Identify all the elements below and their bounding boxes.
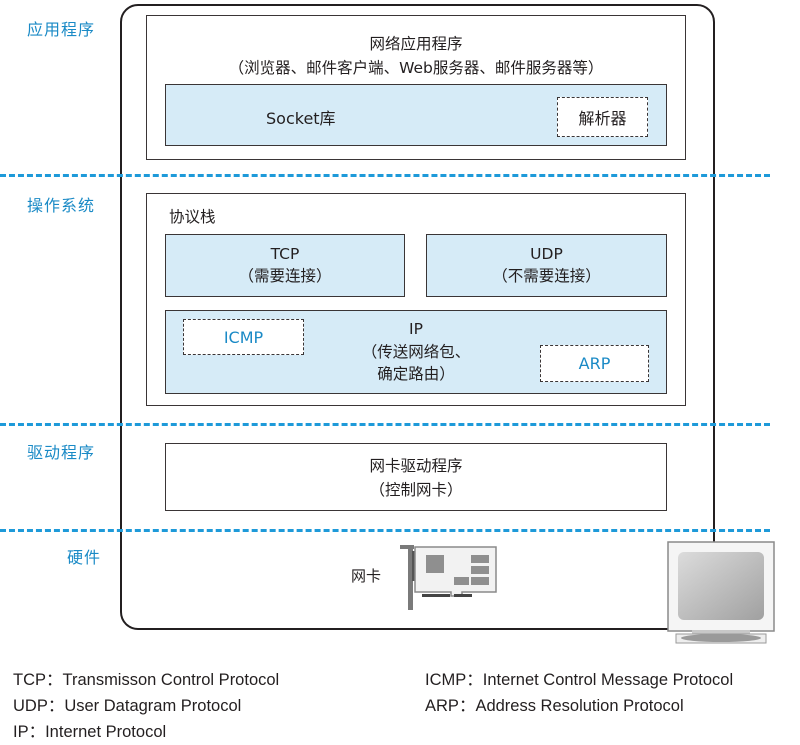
icmp-label: ICMP [223, 327, 264, 347]
monitor-icon [667, 541, 775, 644]
ip-desc-line1: （传送网络包、 [361, 343, 471, 361]
application-title: 网络应用程序 [369, 35, 463, 53]
layer-label-hardware: 硬件 [67, 548, 102, 567]
udp-desc: （不需要连接） [492, 267, 601, 285]
layer-label-driver: 驱动程序 [27, 443, 96, 462]
resolver-label: 解析器 [578, 109, 627, 128]
layer-separator [0, 529, 770, 532]
socket-library-label: Socket库 [266, 109, 336, 128]
tcp-name: TCP [270, 245, 300, 263]
arp-label: ARP [578, 354, 611, 373]
tcp-box: TCP （需要连接） [165, 234, 405, 297]
legend-item-ip: IP：Internet Protocol [13, 723, 167, 741]
legend-item-tcp: TCP：Transmisson Control Protocol [13, 671, 280, 689]
protocol-stack-title: 协议栈 [169, 208, 216, 226]
resolver-box: 解析器 [557, 97, 648, 137]
legend-item-udp: UDP：User Datagram Protocol [13, 697, 242, 715]
ip-name: IP [409, 320, 423, 338]
udp-name: UDP [530, 245, 563, 263]
layer-separator [0, 174, 770, 177]
tcp-desc: （需要连接） [238, 267, 332, 285]
application-subtitle: （浏览器、邮件客户端、Web服务器、邮件服务器等） [228, 59, 604, 77]
icmp-box: ICMP [183, 319, 304, 355]
nic-driver-box: 网卡驱动程序 （控制网卡） [165, 443, 667, 511]
network-card-icon [400, 545, 497, 610]
udp-box: UDP （不需要连接） [426, 234, 667, 297]
legend-right: ICMP：Internet Control Message Protocol A… [425, 667, 733, 719]
nic-label: 网卡 [351, 567, 382, 585]
layer-label-os: 操作系统 [27, 196, 96, 215]
legend-item-icmp: ICMP：Internet Control Message Protocol [425, 671, 734, 689]
nic-driver-title: 网卡驱动程序 [369, 457, 463, 475]
legend-item-arp: ARP：Address Resolution Protocol [425, 697, 684, 715]
nic-driver-desc: （控制网卡） [369, 481, 463, 499]
layer-label-application: 应用程序 [27, 20, 96, 39]
arp-box: ARP [540, 345, 649, 382]
layer-separator [0, 423, 770, 426]
ip-desc-line2: 确定路由） [377, 365, 455, 383]
legend-left: TCP：Transmisson Control Protocol UDP：Use… [13, 667, 279, 745]
